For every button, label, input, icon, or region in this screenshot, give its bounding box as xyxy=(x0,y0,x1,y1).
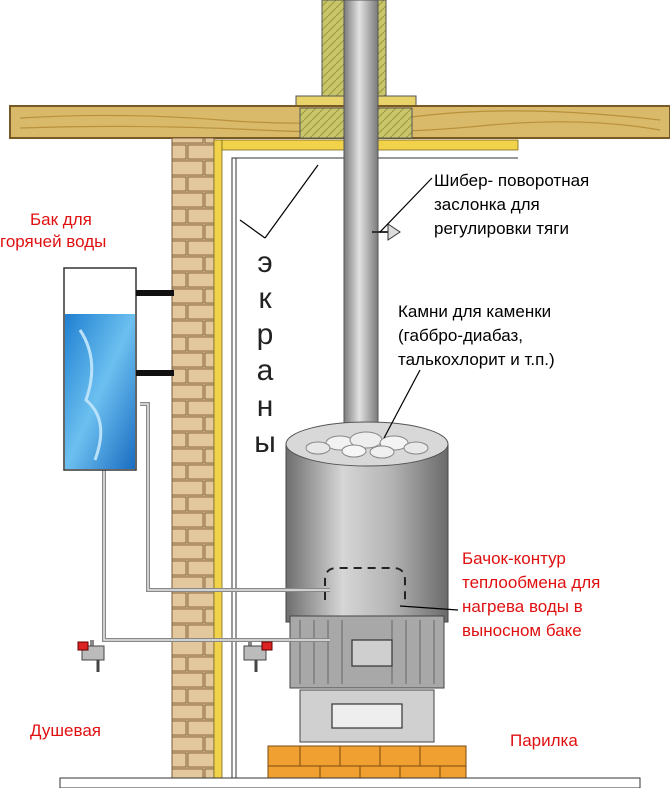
floor xyxy=(59,777,641,788)
exchanger-label-line-4: выносном баке xyxy=(462,621,582,640)
damper-icon xyxy=(372,223,401,241)
damper-label-line-1: Шибер- поворотная xyxy=(434,171,590,190)
stones xyxy=(305,431,429,459)
stones-leader-line xyxy=(383,369,421,439)
exchanger-label-line-2: теплообмена для xyxy=(462,573,601,592)
shower-room-label: Душевая xyxy=(30,721,101,740)
tank-title-line-2: горячей воды xyxy=(0,232,107,251)
exchanger-label-line-3: нагрева воды в xyxy=(462,597,583,616)
brick-wall xyxy=(171,137,215,788)
screens-leader-line xyxy=(239,219,266,239)
damper-label-line-3: регулировки тяги xyxy=(434,219,569,238)
stones-label-line-2: (габбро-диабаз, xyxy=(398,326,523,345)
stove-body xyxy=(285,421,449,743)
screens-letter: а xyxy=(256,354,274,387)
shower-tap-icon xyxy=(77,641,105,672)
chimney-pipe xyxy=(343,0,379,441)
tank-title-line-1: Бак для xyxy=(30,210,92,229)
steam-room-tap-icon xyxy=(243,641,273,672)
screens-letter: к xyxy=(258,282,272,315)
screens-letter: н xyxy=(256,390,274,423)
screens-letter: э xyxy=(257,246,273,279)
damper-leader-line xyxy=(379,177,433,233)
damper-label-line-2: заслонка для xyxy=(434,195,540,214)
stones-label-line-1: Камни для каменки xyxy=(398,302,552,321)
screens-letter: ы xyxy=(254,426,276,459)
steam-room-label: Парилка xyxy=(510,731,578,750)
hot-water-tank xyxy=(63,267,174,471)
exchanger-label-line-1: Бачок-контур xyxy=(462,549,566,568)
screens-letter: р xyxy=(256,318,274,351)
screens-leader-line-2 xyxy=(264,164,319,239)
exchanger-leader-line xyxy=(399,605,459,611)
ceiling-beam xyxy=(9,105,670,139)
stones-label-line-3: талькохлорит и т.п.) xyxy=(398,350,555,369)
